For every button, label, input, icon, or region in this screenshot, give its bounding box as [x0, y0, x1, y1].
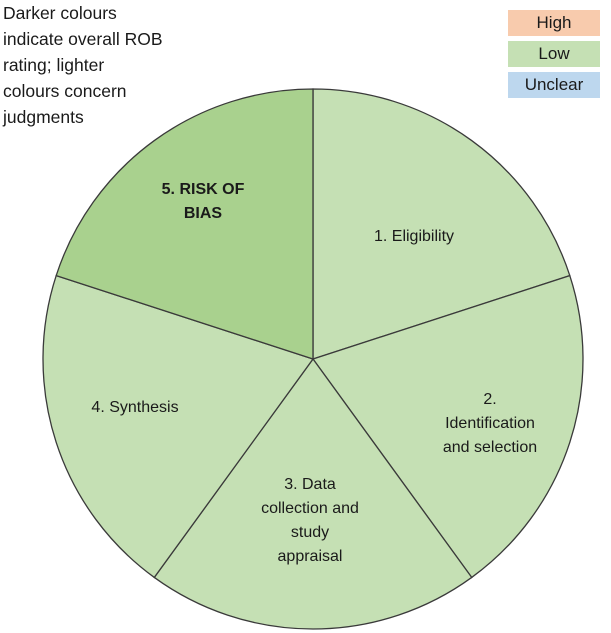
note-line: Darker colours: [3, 3, 117, 23]
segment-label-risk-of-bias: 5. RISK OF BIAS: [162, 181, 245, 222]
segment-label-line: 2.: [483, 391, 496, 408]
segment-label-line: and selection: [443, 439, 537, 456]
segment-label-line: appraisal: [278, 548, 343, 565]
segment-risk-of-bias: [55, 88, 314, 360]
segment-label-line: collection and: [261, 500, 359, 517]
segment-label-line: Identification: [445, 415, 535, 432]
segment-identification: [311, 274, 584, 579]
segment-label-line: study: [291, 524, 329, 541]
legend-item-unclear: Unclear: [508, 72, 600, 98]
segment-data-collection: [153, 357, 473, 630]
segment-label-identification: 2. Identification and selection: [443, 391, 537, 456]
segment-label-data-collection: 3. Data collection and study appraisal: [261, 476, 359, 565]
segment-label-line: 5. RISK OF: [162, 181, 245, 198]
segment-eligibility: [312, 88, 571, 360]
note-line: colours concern: [3, 81, 127, 101]
segment-synthesis: [42, 274, 315, 579]
explanatory-note: Darker colours indicate overall ROB rati…: [3, 0, 213, 130]
note-line: indicate overall ROB: [3, 29, 163, 49]
segment-label-line: BIAS: [184, 205, 223, 222]
segment-label-line: 3. Data: [284, 476, 336, 493]
segment-label-eligibility: 1. Eligibility: [374, 228, 454, 245]
segment-label-line: 1. Eligibility: [374, 228, 454, 245]
note-line: judgments: [3, 107, 84, 127]
segment-label-line: 4. Synthesis: [91, 399, 178, 416]
legend-item-low: Low: [508, 41, 600, 67]
legend: High Low Unclear: [508, 10, 600, 103]
note-line: rating; lighter: [3, 55, 105, 75]
segment-label-synthesis: 4. Synthesis: [91, 399, 178, 416]
legend-item-high: High: [508, 10, 600, 36]
